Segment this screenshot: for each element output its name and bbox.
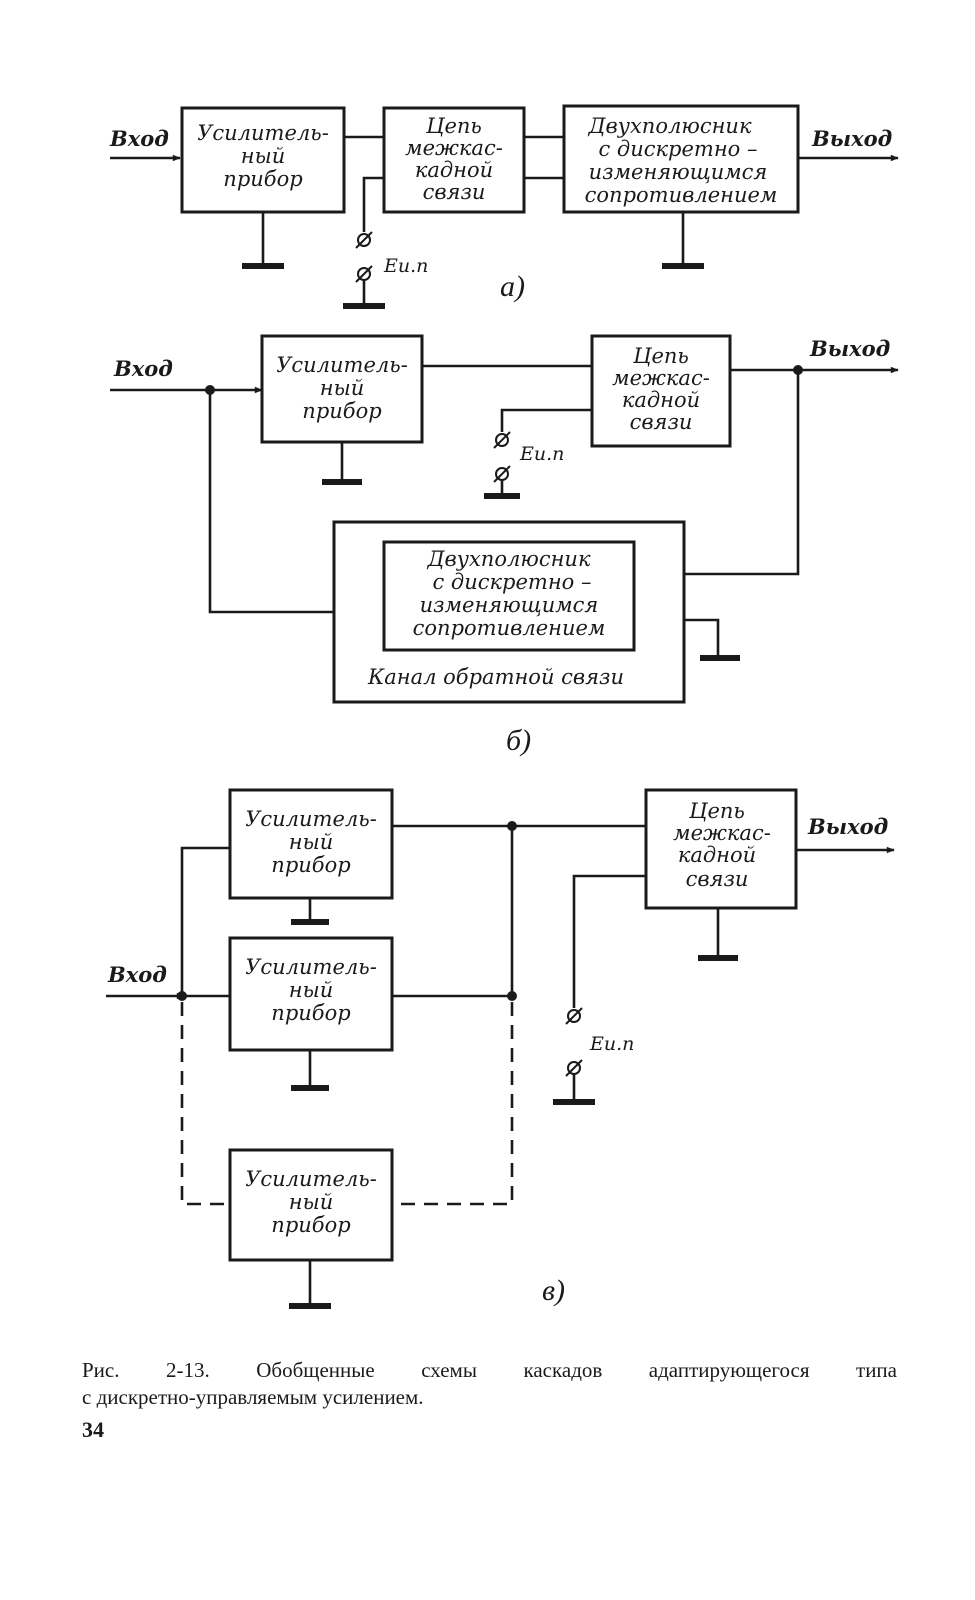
coupling-label-c-line2: межкас- [673,821,771,845]
coupling-label-c-line1: Цепь [688,799,745,823]
dashed-connection [180,1002,230,1206]
two-terminal-block-b [382,540,636,652]
amplifier-label-c1-line2: ный [289,830,333,854]
output-label-a: Выход [811,126,892,151]
caption-line-2: с дискретно-управляемым усилением. [82,1385,424,1409]
supply-label-b: Eи.п [519,443,564,465]
output-label-c: Выход [807,814,888,839]
feedback-channel-label: Канал обратной связи [367,665,624,689]
caption-line-1: Рис. 2-13. Обобщенные схемы каскадов ада… [82,1358,897,1382]
coupling-block-a [382,106,526,214]
diagram-a: Вход Усилитель- ный прибор Цепь межкас- … [109,104,899,309]
two-terminal-label-b-line3: изменяющимся [420,593,599,617]
input-label-c: Вход [107,962,167,987]
amplifier-label-b-line1: Усилитель- [276,353,408,377]
diagram-c: Усилитель- ный прибор Усилитель- ный при… [106,788,895,1309]
supply-label-c: Eи.п [589,1033,634,1055]
supply-terminal [495,433,509,447]
two-terminal-label-b-line2: с дискретно – [432,570,591,594]
amplifier-label-c3-line2: ный [289,1190,333,1214]
dashed-connection [392,1002,514,1206]
input-label-b: Вход [113,356,173,381]
amplifier-label-c2-line3: прибор [271,1001,350,1025]
two-terminal-label-a-line2: с дискретно – [598,137,757,161]
subfigure-label-b: б) [506,724,531,757]
coupling-label-a-line4: связи [423,180,486,204]
coupling-label-b-line2: межкас- [612,366,710,390]
junction-dot [507,991,517,1001]
amplifier-label-a-line1: Усилитель- [197,121,329,145]
amplifier-label-c2-line2: ный [289,978,333,1002]
amplifier-label-a-line3: прибор [223,167,302,191]
coupling-label-b-line3: кадной [622,388,700,412]
amplifier-label-c3-line1: Усилитель- [245,1167,377,1191]
coupling-block-b [590,334,732,448]
coupling-label-b-line1: Цепь [632,344,689,368]
coupling-label-a-line3: кадной [415,158,493,182]
diagram-b: Вход Усилитель- ный прибор Цепь межкас- … [110,334,899,757]
coupling-label-b-line4: связи [630,410,693,434]
amplifier-label-b-line2: ный [320,376,364,400]
supply-terminal [357,233,371,247]
two-terminal-label-b-line4: сопротивлением [413,616,606,640]
input-label-a: Вход [109,126,169,151]
two-terminal-label-a-line1: Двухполюсник [587,114,751,138]
coupling-label-c-line3: кадной [678,843,756,867]
amplifier-label-a-line2: ный [241,144,285,168]
subfigure-label-c: в) [542,1274,565,1307]
two-terminal-label-b-line1: Двухполюсник [426,547,590,571]
supply-terminal [567,1009,581,1023]
two-terminal-label-a-line3: изменяющимся [589,160,768,184]
amplifier-label-c1-line1: Усилитель- [245,807,377,831]
page-number: 34 [82,1417,104,1442]
coupling-label-a-line2: межкас- [405,136,503,160]
output-label-b: Выход [809,336,890,361]
coupling-label-a-line1: Цепь [425,114,482,138]
amplifier-label-c2-line1: Усилитель- [245,955,377,979]
figure-caption: Рис. 2-13. Обобщенные схемы каскадов ада… [82,1357,897,1411]
feedback-channel-block [332,520,686,704]
amplifier-label-c1-line3: прибор [271,853,350,877]
amplifier-label-c3-line3: прибор [271,1213,350,1237]
amplifier-label-b-line3: прибор [302,399,381,423]
coupling-label-c-line4: связи [686,867,749,891]
two-terminal-label-a-line4: сопротивлением [585,183,778,207]
subfigure-label-a: а) [500,270,525,303]
supply-label-a: Eи.п [383,255,428,277]
